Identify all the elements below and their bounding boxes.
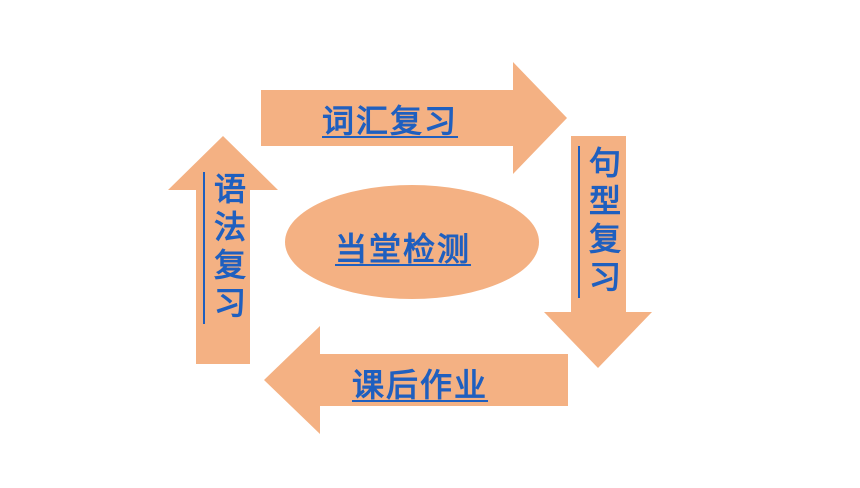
center-ellipse: [285, 185, 539, 299]
bottom-arrow-shape: [264, 326, 568, 434]
left-arrow-shape: [168, 136, 278, 364]
right-arrow-shape: [544, 136, 652, 368]
vocabulary-review-link[interactable]: 词汇复习: [322, 102, 459, 140]
homework-link[interactable]: 课后作业: [352, 366, 489, 404]
in-class-test-link[interactable]: 当堂检测: [335, 230, 472, 268]
top-arrow-shape: [261, 62, 567, 174]
sentence-pattern-review-link[interactable]: 句型复习: [584, 146, 622, 298]
grammar-review-link[interactable]: 语法复习: [209, 172, 247, 324]
